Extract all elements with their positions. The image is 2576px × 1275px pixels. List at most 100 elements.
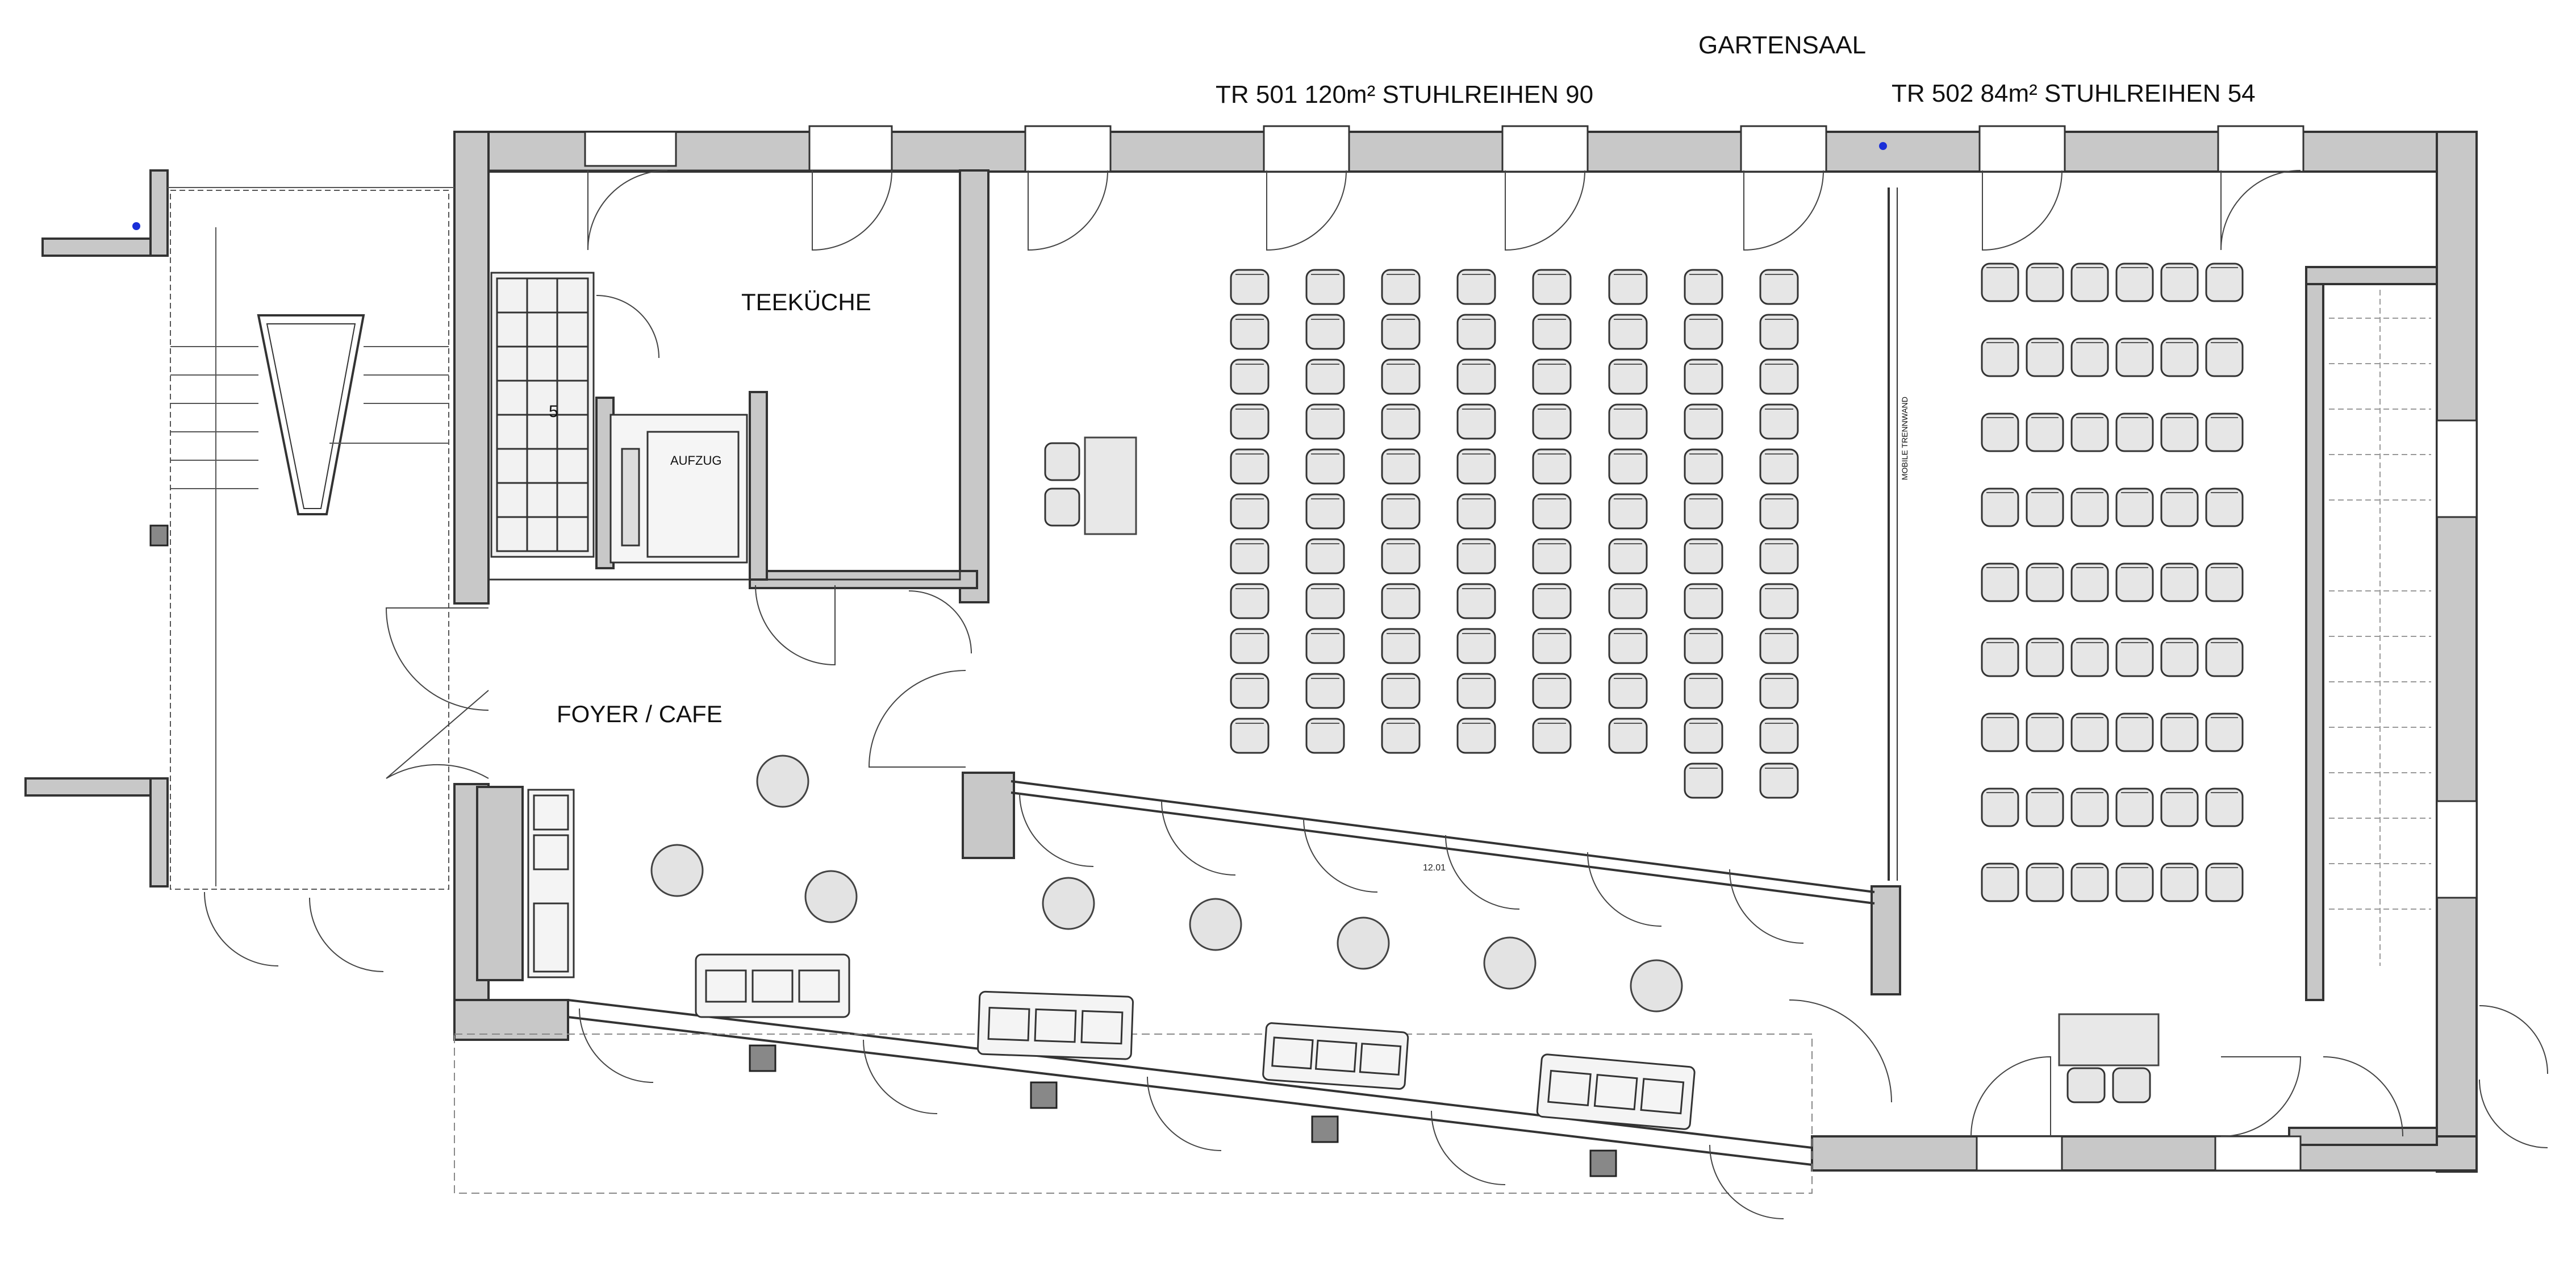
- hall-title: GARTENSAAL: [1698, 31, 1867, 59]
- chair: [1759, 403, 1799, 440]
- chair: [1532, 583, 1572, 619]
- chair: [2070, 338, 2109, 377]
- teekueche-room: [487, 169, 961, 581]
- chair: [1532, 673, 1572, 709]
- chair: [2115, 413, 2154, 452]
- chair: [2205, 638, 2244, 677]
- exterior-walls: [24, 131, 2478, 1173]
- chair: [1305, 583, 1345, 619]
- chair: [1230, 538, 1270, 574]
- chair: [1608, 448, 1648, 485]
- chair: [1230, 403, 1270, 440]
- room-label-tr502: TR 502 84m² STUHLREIHEN 54: [1892, 80, 2256, 107]
- chair: [1230, 314, 1270, 350]
- presenter-table-501: [1044, 436, 1137, 535]
- staircase: [168, 187, 454, 890]
- chair: [1381, 583, 1421, 619]
- chair: [1456, 673, 1496, 709]
- chair-rows-tr502: [1981, 262, 2244, 902]
- chair: [2070, 562, 2109, 602]
- chair: [1608, 538, 1648, 574]
- chair: [1230, 359, 1270, 395]
- chair: [1305, 269, 1345, 305]
- partition-label: MOBILE TRENNWAND: [1900, 396, 1909, 480]
- chair: [1230, 583, 1270, 619]
- chair: [1759, 673, 1799, 709]
- chair: [1305, 718, 1345, 754]
- chair: [1381, 628, 1421, 664]
- stair-number: 5: [549, 402, 558, 421]
- chair: [2115, 638, 2154, 677]
- presenter-table-502: [2058, 1013, 2160, 1103]
- chair: [1456, 359, 1496, 395]
- chair: [1381, 493, 1421, 530]
- chair: [1608, 628, 1648, 664]
- chair: [2070, 863, 2109, 902]
- chair: [2205, 338, 2244, 377]
- chair: [1608, 269, 1648, 305]
- chair: [2205, 488, 2244, 527]
- chair: [1684, 269, 1723, 305]
- chair: [1684, 763, 1723, 799]
- chair: [1981, 338, 2019, 377]
- chair: [1759, 718, 1799, 754]
- chair: [1305, 359, 1345, 395]
- chair: [1981, 638, 2019, 677]
- chair: [1381, 314, 1421, 350]
- chair: [1684, 448, 1723, 485]
- chair: [2205, 863, 2244, 902]
- top-windows: [584, 125, 2478, 1172]
- chair: [2026, 562, 2064, 602]
- chair: [2160, 413, 2199, 452]
- kitchen-counter: [527, 789, 575, 978]
- chair: [1305, 538, 1345, 574]
- chair: [1532, 403, 1572, 440]
- chair: [2160, 488, 2199, 527]
- chair: [1230, 628, 1270, 664]
- chair: [1456, 269, 1496, 305]
- chair: [1305, 628, 1345, 664]
- chair: [1532, 628, 1572, 664]
- room-label-teekueche: TEEKÜCHE: [741, 289, 871, 315]
- room-label-tr501: TR 501 120m² STUHLREIHEN 90: [1216, 81, 1594, 109]
- elevator-label: AUFZUG: [670, 453, 722, 468]
- chair: [2026, 413, 2064, 452]
- chair: [1381, 673, 1421, 709]
- chair: [1684, 718, 1723, 754]
- chair: [2070, 488, 2109, 527]
- chair: [1456, 403, 1496, 440]
- chair: [1456, 448, 1496, 485]
- chair: [1532, 718, 1572, 754]
- bench-groups: [695, 953, 1696, 1130]
- chair: [1759, 269, 1799, 305]
- chair: [2205, 562, 2244, 602]
- chair: [1759, 493, 1799, 530]
- chair: [1456, 718, 1496, 754]
- chair: [1532, 493, 1572, 530]
- chair: [2026, 788, 2064, 827]
- chair: [1981, 262, 2019, 302]
- chair: [1608, 314, 1648, 350]
- chair-rows-tr501: [1230, 269, 1799, 799]
- chair: [1608, 493, 1648, 530]
- room-label-foyer: FOYER / CAFE: [557, 701, 723, 727]
- chair: [1608, 403, 1648, 440]
- marker-dot-left: [132, 222, 140, 230]
- chair: [2160, 713, 2199, 752]
- chair: [1381, 448, 1421, 485]
- mobile-partition: [1888, 188, 1898, 881]
- chair: [2205, 262, 2244, 302]
- chair: [2115, 562, 2154, 602]
- chair: [1532, 269, 1572, 305]
- chair: [2026, 638, 2064, 677]
- chair: [1981, 562, 2019, 602]
- chair: [1759, 448, 1799, 485]
- right-stair-flights: [2329, 290, 2431, 966]
- chair: [2160, 338, 2199, 377]
- chair: [1684, 628, 1723, 664]
- chair: [1305, 314, 1345, 350]
- chair: [2026, 863, 2064, 902]
- chair: [1684, 359, 1723, 395]
- chair: [2070, 262, 2109, 302]
- chair: [2205, 788, 2244, 827]
